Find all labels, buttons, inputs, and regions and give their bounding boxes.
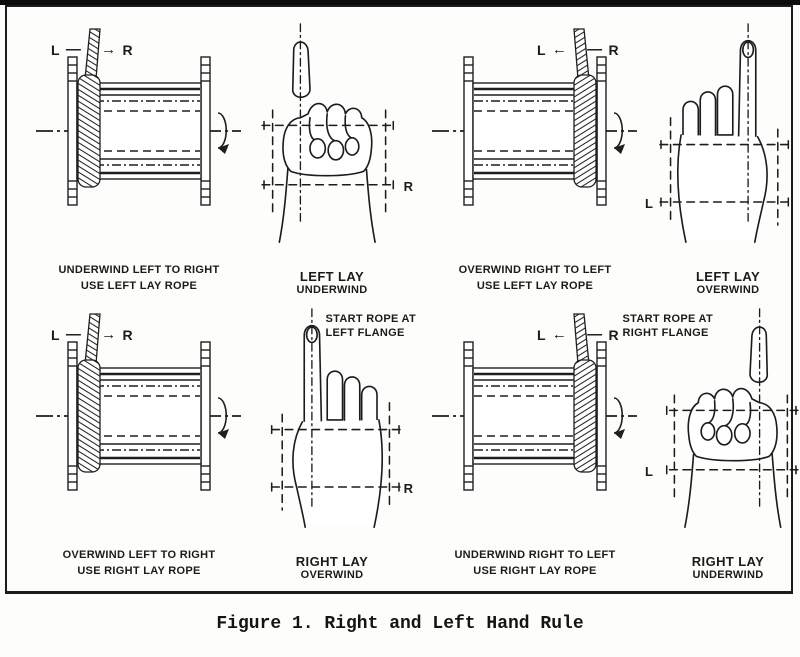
- hand-side-label: R: [403, 179, 413, 194]
- dash-segment: —: [587, 41, 603, 58]
- lay-label: LEFT LAY: [299, 269, 365, 284]
- quadrant-top-left: L — → R UNDERWIND LEFT TO RIGHT USE LEFT…: [17, 19, 413, 304]
- drum-block: L — → R OVERWIND LEFT TO RIGHT USE RIGHT…: [31, 304, 247, 589]
- annotation-line2: RIGHT FLANGE: [622, 327, 709, 340]
- drum-caption-line1: UNDERWIND RIGHT TO LEFT: [454, 549, 616, 562]
- right-label: R: [608, 41, 619, 58]
- drum-caption: UNDERWIND LEFT TO RIGHT USE LEFT LAY ROP…: [58, 263, 219, 294]
- drum-caption-line2: USE RIGHT LAY ROPE: [473, 564, 597, 577]
- hand-caption: LEFT LAY UNDERWIND: [297, 269, 368, 296]
- left-label: L: [537, 326, 546, 343]
- figure-caption: Figure 1. Right and Left Hand Rule: [216, 614, 584, 634]
- drum-block: L ← — R OVERWIND RIGHT TO LEFT USE LEFT …: [427, 19, 643, 304]
- wind-label: UNDERWIND: [692, 569, 764, 581]
- hand-block: R LEFT LAY UNDERWIND: [251, 19, 413, 304]
- drum-caption: OVERWIND RIGHT TO LEFT USE LEFT LAY ROPE: [459, 263, 612, 294]
- open-hand-diagram-mirrored: [268, 308, 401, 529]
- hand-caption: LEFT LAY OVERWIND: [696, 269, 760, 296]
- wind-label: OVERWIND: [696, 284, 760, 296]
- wind-label: UNDERWIND: [296, 284, 368, 296]
- annotation-line2: LEFT FLANGE: [325, 327, 405, 340]
- pointing-fist-hand-diagram: [261, 23, 397, 244]
- hand-block: START ROPE AT RIGHT FLANGE L RIGHT LAY U…: [623, 304, 800, 589]
- lay-label: LEFT LAY: [695, 269, 761, 284]
- wind-direction-label: L — → R: [51, 326, 133, 343]
- wind-direction-label: L ← — R: [537, 41, 619, 58]
- left-label: L: [51, 326, 60, 343]
- drum-caption-line1: UNDERWIND LEFT TO RIGHT: [58, 264, 220, 277]
- left-arrow-icon: ←: [551, 41, 568, 58]
- drum-caption-line1: OVERWIND LEFT TO RIGHT: [62, 549, 216, 562]
- annotation-line1: START ROPE AT: [325, 313, 416, 325]
- drum-caption-line1: OVERWIND RIGHT TO LEFT: [458, 264, 612, 277]
- hand-block: START ROPE AT LEFT FLANGE R RIGHT LAY OV…: [251, 304, 416, 589]
- quadrant-grid: L — → R UNDERWIND LEFT TO RIGHT USE LEFT…: [17, 19, 799, 589]
- drum-caption-line2: USE LEFT LAY ROPE: [80, 279, 198, 292]
- wind-direction-label: L ← — R: [537, 326, 619, 343]
- start-rope-annotation: START ROPE AT LEFT FLANGE: [326, 312, 416, 341]
- quadrant-bottom-left: L — → R OVERWIND LEFT TO RIGHT USE RIGHT…: [17, 304, 416, 589]
- drum-block: L ← — R UNDERWIND RIGHT TO LEFT USE RIGH…: [427, 304, 643, 589]
- left-label: L: [51, 41, 60, 58]
- hand-caption: RIGHT LAY UNDERWIND: [692, 554, 764, 581]
- hand-side-label: L: [645, 464, 653, 479]
- lay-label: RIGHT LAY: [691, 554, 765, 569]
- hand-block: L LEFT LAY OVERWIND: [645, 19, 800, 304]
- right-arrow-icon: →: [101, 326, 117, 343]
- quadrant-bottom-right: L ← — R UNDERWIND RIGHT TO LEFT USE RIGH…: [413, 304, 800, 589]
- hand-caption: RIGHT LAY OVERWIND: [296, 554, 368, 581]
- drum-caption: UNDERWIND RIGHT TO LEFT USE RIGHT LAY RO…: [454, 548, 615, 579]
- drum-caption: OVERWIND LEFT TO RIGHT USE RIGHT LAY ROP…: [63, 548, 216, 579]
- hand-side-label: R: [403, 481, 413, 496]
- drum-caption-line2: USE LEFT LAY ROPE: [476, 279, 594, 292]
- hand-side-label: L: [645, 196, 653, 211]
- drum-block: L — → R UNDERWIND LEFT TO RIGHT USE LEFT…: [31, 19, 247, 304]
- quadrant-top-right: L ← — R OVERWIND RIGHT TO LEFT USE LEFT …: [413, 19, 800, 304]
- right-label: R: [122, 326, 133, 343]
- page-top-edge: [0, 0, 800, 5]
- left-arrow-icon: ←: [551, 326, 568, 343]
- pointing-fist-hand-diagram-mirrored: [663, 308, 799, 529]
- dash-segment: —: [65, 41, 82, 58]
- right-label: R: [608, 326, 619, 343]
- right-label: R: [122, 41, 133, 58]
- figure-panel: L — → R UNDERWIND LEFT TO RIGHT USE LEFT…: [5, 5, 799, 594]
- wind-label: OVERWIND: [300, 569, 364, 581]
- right-arrow-icon: →: [101, 41, 117, 58]
- drum-caption-line2: USE RIGHT LAY ROPE: [77, 564, 201, 577]
- dash-segment: —: [65, 326, 82, 343]
- wind-direction-label: L — → R: [51, 41, 133, 58]
- left-label: L: [537, 41, 546, 58]
- start-rope-annotation: START ROPE AT RIGHT FLANGE: [623, 312, 713, 341]
- lay-label: RIGHT LAY: [295, 554, 369, 569]
- dash-segment: —: [587, 326, 603, 343]
- open-hand-diagram: [659, 23, 792, 244]
- annotation-line1: START ROPE AT: [622, 313, 713, 325]
